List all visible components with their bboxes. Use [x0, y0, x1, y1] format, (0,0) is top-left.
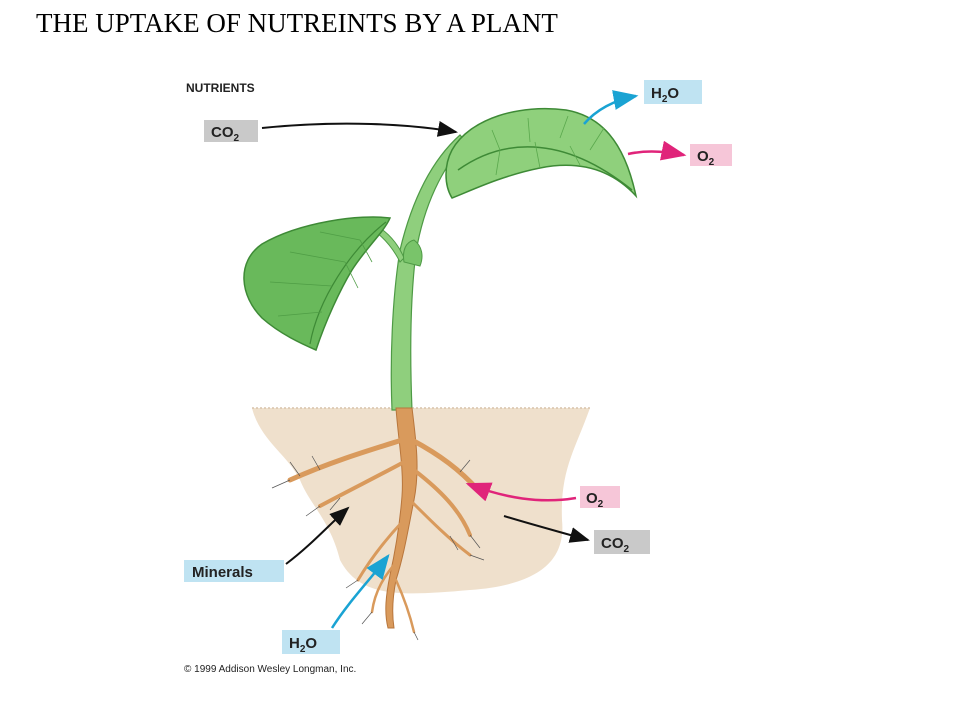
o2-in-label: O2: [586, 490, 604, 510]
upper-leaf: [445, 107, 638, 199]
co2-out-arrow: [503, 515, 590, 543]
left-leaf: [243, 216, 392, 352]
left-leaf-veins: [269, 231, 373, 317]
h2o-in-arrow: [330, 554, 390, 629]
co2-out-box: [594, 530, 650, 554]
soil: [252, 408, 590, 594]
copyright-notice: © 1999 Addison Wesley Longman, Inc.: [184, 664, 356, 675]
co2-in-arrow: [261, 121, 458, 137]
bud: [403, 239, 423, 267]
page-title: THE UPTAKE OF NUTREINTS BY A PLANT: [36, 8, 558, 38]
o2-in-box: [580, 486, 620, 508]
h2o-in-label: H2O: [289, 635, 317, 655]
h2o-out-label: H2O: [651, 85, 679, 105]
h2o-out-box: [644, 80, 702, 104]
h2o-out-arrow: [583, 90, 639, 125]
minerals-label: Minerals: [192, 564, 253, 581]
minerals-box: [184, 560, 284, 582]
co2-out-label: CO2: [601, 535, 630, 555]
upper-leaf-veins: [491, 115, 605, 176]
h2o-in-box: [282, 630, 340, 654]
o2-in-arrow: [465, 482, 577, 502]
minerals-arrow: [285, 506, 350, 565]
nutrients-heading: Nutrients: [186, 81, 255, 95]
co2-in-label: CO2: [211, 124, 240, 144]
left-leaf-vein: [309, 221, 387, 345]
o2-out-arrow: [627, 140, 687, 161]
o2-out-box: [690, 144, 732, 166]
upper-leaf-vein: [457, 146, 633, 191]
o2-out-label: O2: [697, 148, 715, 168]
taproot: [385, 407, 418, 629]
co2-in-box: [204, 120, 258, 142]
